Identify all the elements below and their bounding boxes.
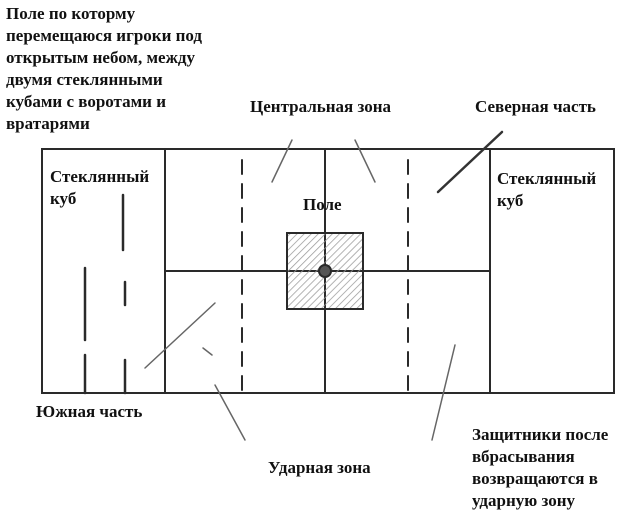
label-line: Стеклянный [497,169,597,188]
label-line: куб [50,189,77,208]
field-outline [41,148,615,394]
glass-cube-right-label: Стеклянный куб [497,168,596,212]
south-part-label: Южная часть [36,402,143,421]
title-note: Поле по которму перемещаюся игроки под о… [6,3,202,135]
title-line: кубами с воротами и [6,92,167,111]
label-line: возвращаются в [472,469,598,488]
title-line: перемещаюся игроки под [6,26,203,45]
label-line: Стеклянный [50,167,150,186]
field-label: Поле [303,195,342,214]
glass-cube-left-label: Стеклянный куб [50,166,149,210]
label-line: ударную зону [472,491,576,510]
label-line: вбрасывания [472,447,575,466]
north-part-label: Северная часть [475,97,596,116]
title-line: вратарями [6,114,90,133]
pointer-arrows [144,130,504,441]
goal-posts [83,193,127,395]
center-dot [318,264,332,278]
defenders-note: Защитники после вбрасывания возвращаются… [472,424,608,512]
title-line: двумя стеклянными [6,70,163,89]
label-line: куб [497,191,524,210]
title-line: Поле по которму [6,4,136,23]
title-line: открытым небом, между [6,48,196,67]
strike-zone-label: Ударная зона [268,458,371,477]
central-zone-label: Центральная зона [250,97,392,116]
label-line: Защитники после [472,425,609,444]
